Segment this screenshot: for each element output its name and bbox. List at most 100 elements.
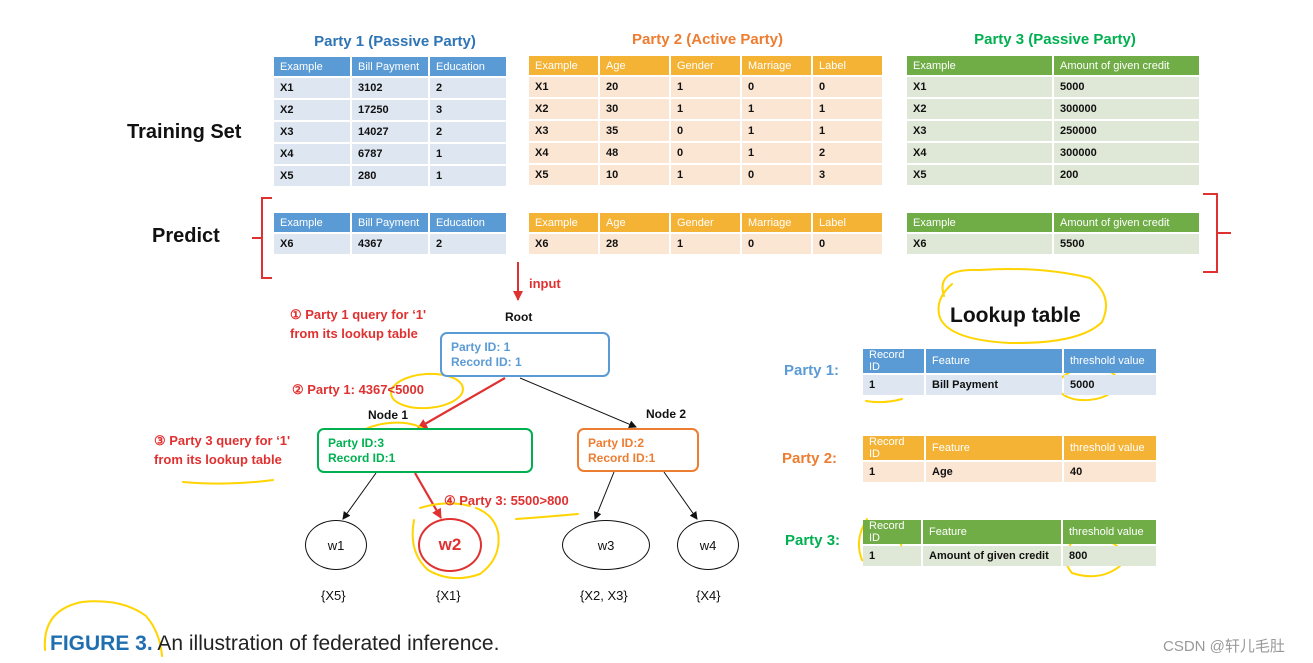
header-cell: Bill Payment — [352, 213, 428, 232]
cell: 10 — [600, 165, 669, 185]
party-2-title: Party 2 (Active Party) — [632, 31, 783, 48]
cell: 35 — [600, 121, 669, 141]
lookup-table-title: Lookup table — [950, 304, 1081, 327]
cell: 1 — [671, 99, 740, 119]
header-cell: Example — [274, 213, 350, 232]
header-cell: Age — [600, 213, 669, 232]
cell: 1 — [813, 99, 882, 119]
party-1-title: Party 1 (Passive Party) — [314, 33, 476, 50]
header-cell: Example — [529, 56, 598, 75]
header-cell: Feature — [926, 349, 1062, 373]
cell: 1 — [671, 77, 740, 97]
cell: X3 — [529, 121, 598, 141]
cell: 3 — [430, 100, 506, 120]
watermark: CSDN @轩儿毛肚 — [1163, 638, 1285, 655]
step1-line1: ① Party 1 query for ‘1' — [290, 307, 427, 322]
cell: X2 — [907, 99, 1052, 119]
cell: X4 — [529, 143, 598, 163]
cell: X5 — [529, 165, 598, 185]
cell: 4367 — [352, 234, 428, 254]
cell: 0 — [813, 234, 882, 254]
cell: X2 — [529, 99, 598, 119]
cell: 1 — [863, 462, 924, 482]
step1-line2: from its lookup table — [290, 326, 418, 341]
cell: 300000 — [1054, 99, 1199, 119]
cell: 2 — [430, 234, 506, 254]
root-record-id: Record ID: 1 — [451, 355, 522, 369]
root-node: Party ID: 1 Record ID: 1 — [440, 332, 610, 377]
header-cell: threshold value — [1064, 349, 1156, 373]
marks-w2 — [411, 507, 500, 580]
cell: 0 — [671, 121, 740, 141]
header-cell: Education — [430, 213, 506, 232]
highlight-lookup-table — [937, 268, 1107, 345]
underline-lookup-step3 — [182, 479, 274, 485]
cell: 300000 — [1054, 143, 1199, 163]
node2-party-id: Party ID:2 — [588, 436, 645, 450]
cell: 250000 — [1054, 121, 1199, 141]
header-cell: Example — [907, 213, 1052, 232]
cell: 1 — [671, 234, 740, 254]
cell: X6 — [529, 234, 598, 254]
node1: Party ID:3 Record ID:1 — [317, 428, 533, 473]
node2-to-w3-arrow — [593, 471, 615, 520]
figure-text: An illustration of federated inference. — [152, 632, 500, 655]
leaf-w1: w1 — [305, 520, 367, 570]
step3-annotation: ③ Party 3 query for ‘1' from its lookup … — [154, 431, 290, 469]
cell: X2 — [274, 100, 350, 120]
node1-to-w1-arrow — [342, 472, 377, 520]
cell: 0 — [671, 143, 740, 163]
header-cell: Label — [813, 56, 882, 75]
cell: X5 — [907, 165, 1052, 185]
cell: 30 — [600, 99, 669, 119]
header-cell: Example — [907, 56, 1052, 75]
node1-record-id: Record ID:1 — [328, 451, 396, 465]
underline-party1-record — [865, 398, 903, 404]
header-cell: Record ID — [863, 436, 924, 460]
header-cell: Gender — [671, 56, 740, 75]
header-cell: Education — [430, 57, 506, 76]
step4-annotation: ④ Party 3: 5500>800 — [444, 493, 569, 508]
cell: 14027 — [352, 122, 428, 142]
header-cell: Marriage — [742, 213, 811, 232]
cell: 0 — [742, 165, 811, 185]
cell: 5000 — [1054, 77, 1199, 97]
cell: Amount of given credit — [923, 546, 1061, 566]
cell: 20 — [600, 77, 669, 97]
cell: 40 — [1064, 462, 1156, 482]
leaf-w4-set: {X4} — [696, 588, 721, 603]
lookup-party-1-label: Party 1: — [784, 362, 840, 379]
predict-bracket-right — [1203, 193, 1231, 273]
cell: 1 — [430, 144, 506, 164]
cell: 17250 — [352, 100, 428, 120]
cell: 6787 — [352, 144, 428, 164]
node2-to-w4-arrow — [663, 471, 698, 520]
lookup-party-3-label: Party 3: — [785, 532, 841, 549]
cell: 2 — [813, 143, 882, 163]
training-set-label: Training Set — [127, 121, 242, 143]
root-to-node2-arrow — [519, 377, 637, 428]
header-cell: Example — [529, 213, 598, 232]
step3-line1: ③ Party 3 query for ‘1' — [154, 433, 291, 448]
cell: 1 — [742, 121, 811, 141]
predict-bracket-left — [252, 197, 272, 279]
marks-w2-b — [419, 502, 471, 509]
cell: X1 — [529, 77, 598, 97]
header-cell: threshold value — [1064, 436, 1156, 460]
header-cell: Age — [600, 56, 669, 75]
cell: X3 — [907, 121, 1052, 141]
underline-5500-800 — [515, 513, 579, 520]
